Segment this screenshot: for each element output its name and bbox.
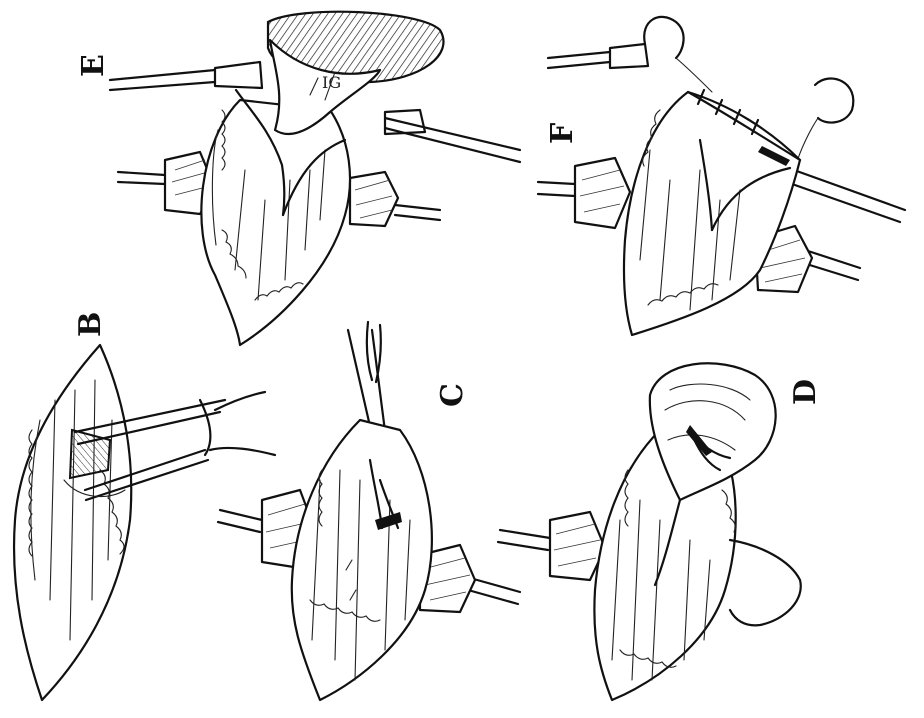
annotation-IG: IG (322, 73, 341, 92)
panel-label-C: C (435, 383, 470, 407)
panel-B: B (14, 312, 275, 700)
panel-E: E IG (76, 12, 520, 345)
panel-D: D (498, 363, 823, 700)
panel-label-F: F (545, 123, 580, 144)
panel-label-B: B (73, 312, 108, 337)
panel-label-E: E (76, 54, 111, 77)
panel-C: C (218, 322, 520, 700)
panel-label-D: D (788, 379, 823, 405)
panel-F: F (538, 17, 905, 335)
